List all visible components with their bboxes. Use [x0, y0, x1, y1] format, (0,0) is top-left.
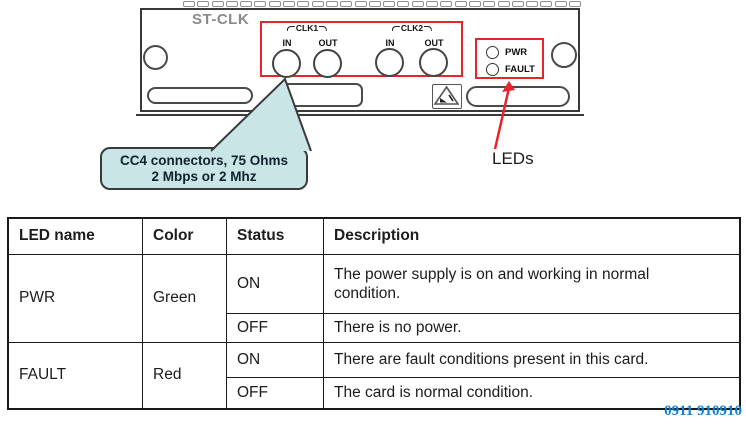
screw-hole-left-icon — [143, 45, 168, 70]
callout-line2: 2 Mbps or 2 Mhz — [151, 168, 257, 184]
edge-tab — [526, 1, 539, 7]
cell-status: OFF — [226, 312, 324, 343]
header-description: Description — [323, 217, 741, 255]
edge-tab — [554, 1, 567, 7]
edge-tab — [440, 1, 453, 7]
edge-tab — [283, 1, 296, 7]
bracket-left-hook — [286, 26, 295, 31]
bracket-right-hook — [319, 26, 328, 31]
clk1-in-label: IN — [282, 38, 292, 48]
clk2-group-label: CLK2 — [391, 24, 433, 33]
screw-hole-right-icon — [551, 42, 577, 68]
leds-pointer-arrow — [493, 81, 515, 150]
header-color: Color — [142, 217, 227, 255]
esd-warning-icon — [432, 84, 462, 109]
edge-tab — [297, 1, 310, 7]
cell-color: Red — [142, 341, 227, 410]
cell-color: Green — [142, 253, 227, 343]
clk2-out-label: OUT — [424, 38, 444, 48]
table-row: OFF The card is normal condition. — [8, 376, 741, 410]
edge-tab — [354, 1, 367, 7]
table-row: FAULT Red ON There are fault conditions … — [7, 341, 741, 410]
edge-tab — [569, 1, 582, 7]
clk2-in-label: IN — [385, 38, 395, 48]
cell-description: The card is normal condition. — [323, 376, 741, 410]
edge-tab — [197, 1, 210, 7]
edge-tab — [183, 1, 195, 7]
header-led-name: LED name — [7, 217, 143, 255]
clk1-out-label: OUT — [318, 38, 338, 48]
table-row: PWR Green ON The power supply is on and … — [7, 253, 741, 343]
pwr-led-icon — [486, 46, 499, 59]
callout-line1: CC4 connectors, 75 Ohms — [119, 152, 289, 168]
fault-led-icon — [486, 63, 499, 76]
panel-slot-middle — [279, 83, 363, 107]
edge-tab — [468, 1, 481, 7]
edge-tab — [511, 1, 524, 7]
edge-tab — [211, 1, 224, 7]
edge-tab — [411, 1, 424, 7]
callout-pointer — [210, 77, 312, 152]
led-status-table: LED name Color Status Description PWR Gr… — [7, 217, 741, 410]
edge-tab — [383, 1, 396, 7]
bracket-left-hook — [391, 26, 400, 31]
edge-tab — [268, 1, 281, 7]
edge-tab — [483, 1, 496, 7]
clk2-in-connector — [375, 48, 404, 77]
clk1-out-connector — [313, 49, 342, 78]
cell-led-name: FAULT — [7, 341, 143, 410]
clk1-group-label: CLK1 — [286, 24, 328, 33]
cell-status: ON — [226, 341, 324, 378]
fault-led-label: FAULT — [505, 64, 535, 75]
panel-top-tabs — [183, 1, 585, 8]
clk2-out-connector — [419, 48, 448, 77]
cell-led-name: PWR — [7, 253, 143, 343]
clk-connectors-highlight-box — [260, 21, 463, 77]
panel-title: ST-CLK — [192, 11, 250, 28]
leds-highlight-box — [475, 38, 544, 79]
leds-caption: LEDs — [492, 149, 534, 168]
edge-tab — [240, 1, 253, 7]
edge-tab — [225, 1, 238, 7]
edge-tab — [497, 1, 510, 7]
header-status: Status — [226, 217, 324, 255]
edge-tab — [254, 1, 267, 7]
cell-description: There is no power. — [323, 312, 741, 343]
bracket-right-hook — [424, 26, 433, 31]
panel-handle-left — [147, 87, 253, 104]
cell-status: OFF — [226, 376, 324, 410]
cell-description: The power supply is on and working in no… — [323, 253, 741, 314]
edge-tab — [397, 1, 410, 7]
edge-tab — [540, 1, 553, 7]
edge-tab — [340, 1, 353, 7]
clk1-in-connector — [272, 49, 301, 78]
edge-tab — [325, 1, 338, 7]
table-row: OFF There is no power. — [8, 312, 741, 343]
cell-status: ON — [226, 253, 324, 314]
edge-tab — [454, 1, 467, 7]
panel-handle-right — [466, 86, 570, 107]
watermark-number: 0911 910910 — [664, 403, 742, 419]
pwr-led-label: PWR — [505, 47, 528, 58]
edge-tab — [426, 1, 439, 7]
table-header-row: LED name Color Status Description — [7, 217, 741, 255]
edge-tab — [368, 1, 381, 7]
cell-description: There are fault conditions present in th… — [323, 341, 741, 378]
edge-tab — [311, 1, 324, 7]
faceplate-flange-line — [136, 114, 584, 116]
cc4-callout-bubble: CC4 connectors, 75 Ohms 2 Mbps or 2 Mhz — [100, 147, 308, 190]
